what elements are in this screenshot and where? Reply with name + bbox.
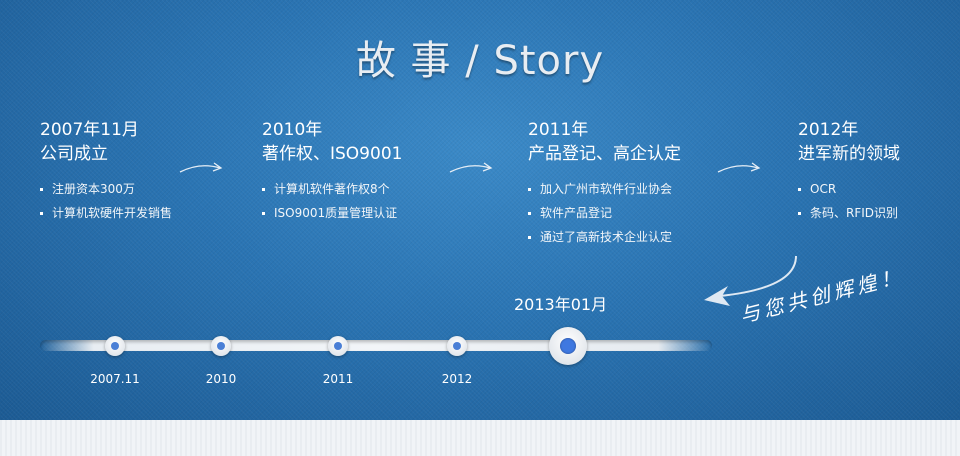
milestone-list: 计算机软件著作权8个 ISO9001质量管理认证 [262,177,402,225]
milestone-2007: 2007年11月 公司成立 注册资本300万 计算机软硬件开发销售 [40,118,172,225]
page-title: 故 事 / Story [355,38,605,84]
milestone-2011: 2011年 产品登记、高企认定 加入广州市软件行业协会 软件产品登记 通过了高新… [528,118,681,249]
list-item: 注册资本300万 [40,177,172,201]
milestone-date: 2011年 [528,120,589,140]
arrow-right-icon [449,162,493,173]
list-item: 软件产品登记 [528,201,681,225]
timeline-node[interactable] [328,336,348,356]
list-item: 通过了高新技术企业认定 [528,225,681,249]
arrow-right-icon [717,162,761,173]
timeline-node-current[interactable] [549,327,587,365]
timeline-label: 2010 [205,372,237,386]
list-item: OCR [798,177,900,201]
milestone-date: 2010年 [262,120,323,140]
timeline-label: 2012 [441,372,473,386]
list-item: 加入广州市软件行业协会 [528,177,681,201]
timeline-node[interactable] [105,336,125,356]
milestone-list: 注册资本300万 计算机软硬件开发销售 [40,177,172,225]
curved-arrow-icon [704,255,797,306]
list-item: 计算机软件著作权8个 [262,177,402,201]
list-item: ISO9001质量管理认证 [262,201,402,225]
story-banner: 故 事 / Story 2007年11月 公司成立 注册资本300万 计算机软硬… [0,0,960,420]
milestone-2012: 2012年 进军新的领域 OCR 条码、RFID识别 [798,118,900,225]
timeline-current-label: 2013年01月 [514,295,608,314]
milestone-heading: 进军新的领域 [798,144,900,164]
timeline-label: 2011 [322,372,354,386]
milestone-date: 2012年 [798,120,859,140]
milestone-heading: 产品登记、高企认定 [528,144,681,164]
milestone-list: OCR 条码、RFID识别 [798,177,900,225]
footer-strip [0,420,960,456]
timeline-label: 2007.11 [90,372,140,386]
milestone-date: 2007年11月 [40,120,139,140]
timeline-node[interactable] [447,336,467,356]
list-item: 条码、RFID识别 [798,201,900,225]
timeline-track [40,340,712,351]
milestone-list: 加入广州市软件行业协会 软件产品登记 通过了高新技术企业认定 [528,177,681,249]
milestone-2010: 2010年 著作权、ISO9001 计算机软件著作权8个 ISO9001质量管理… [262,118,402,225]
arrow-right-icon [179,162,223,173]
timeline-node[interactable] [211,336,231,356]
milestone-heading: 公司成立 [40,144,108,164]
milestone-heading: 著作权、ISO9001 [262,144,403,164]
list-item: 计算机软硬件开发销售 [40,201,172,225]
